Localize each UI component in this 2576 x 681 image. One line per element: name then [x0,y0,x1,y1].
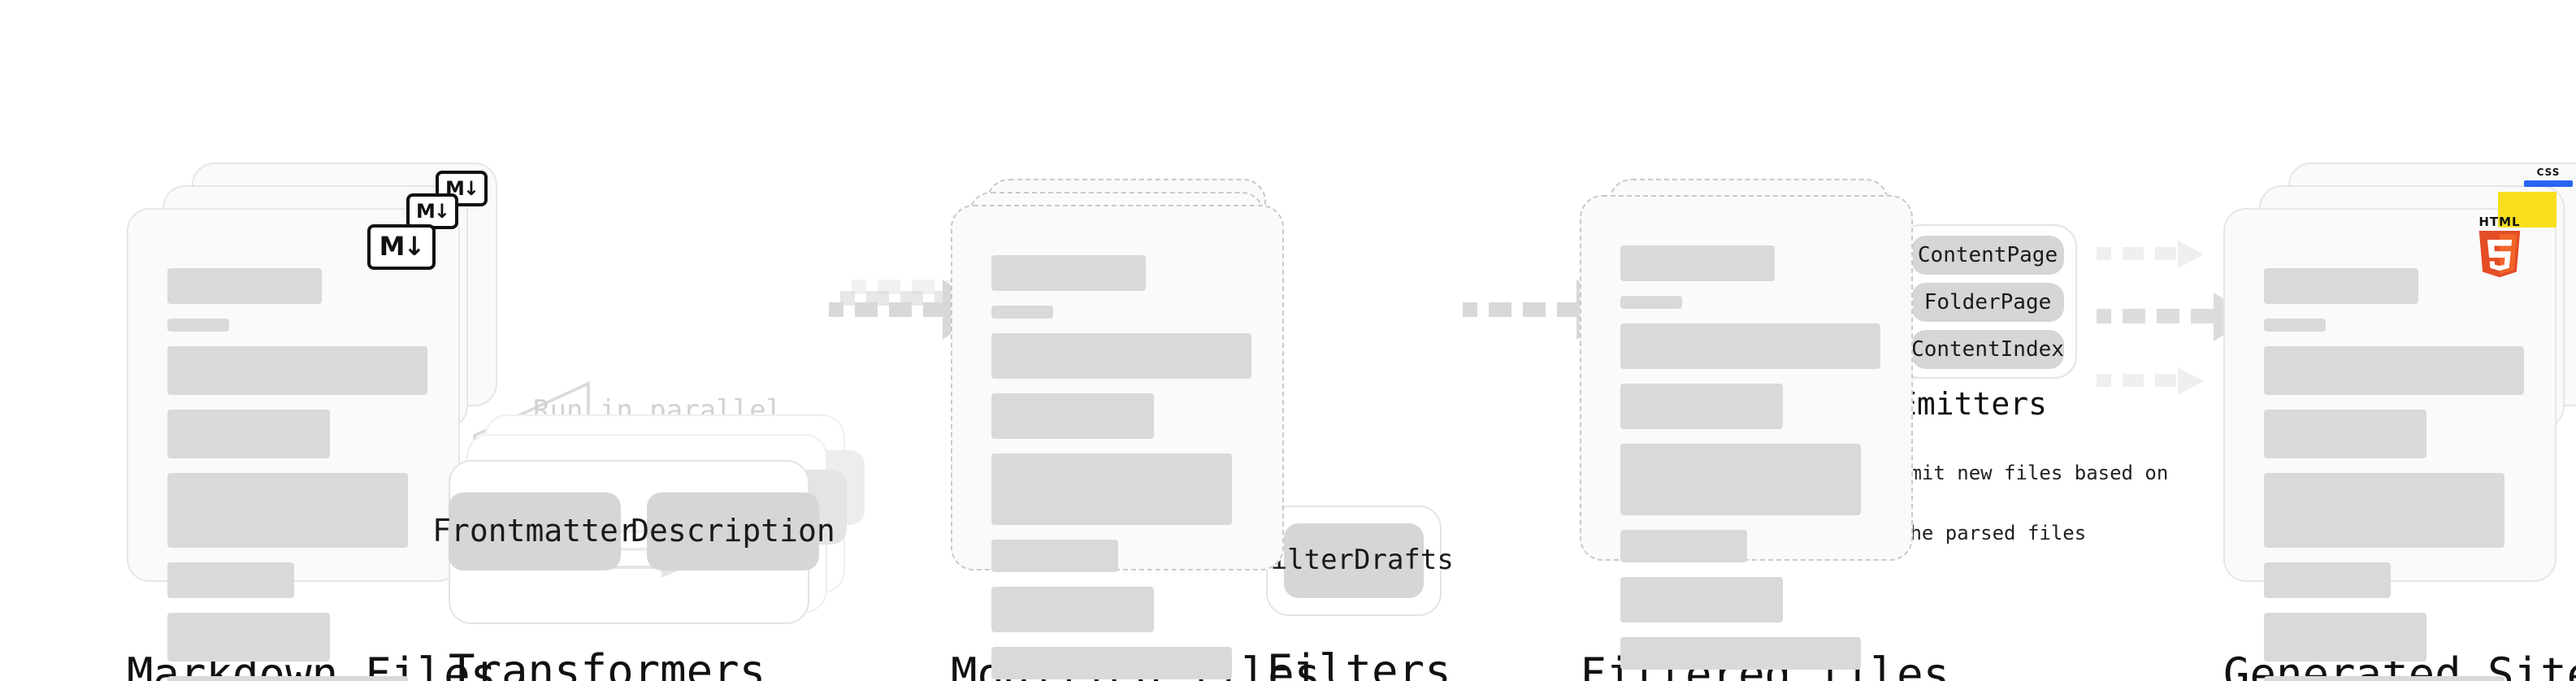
modified-files-stack [951,179,1325,679]
skeleton-bar [167,613,330,661]
skeleton-bar [2264,676,2504,681]
transformer-node-description[interactable]: Description [631,492,835,570]
emitter-node-label: FolderPage [1923,290,2052,314]
skeleton-bar [991,587,1154,632]
subtitle-line: Emit new files based on [1898,461,2169,484]
skeleton-bar [2264,319,2326,332]
skeleton-bar [991,255,1146,291]
filtered-file-skeleton [1620,245,1880,670]
site-file-skeleton [2264,268,2524,681]
markdown-file-skeleton [167,268,427,681]
transformer-node-label: Frontmatter [432,514,637,549]
emitters-subtitle: Emit new files based on the parsed files [1898,427,2168,579]
skeleton-bar [167,410,330,458]
markdown-files-stack: M↓ M↓ M↓ [127,163,501,681]
filtered-file-sheet-front [1580,195,1913,670]
skeleton-bar [167,319,229,332]
skeleton-bar [1620,444,1861,515]
css3-icon: CSS [2519,167,2576,187]
javascript-icon [2498,192,2556,228]
generated-site-stack: CSS HTML [2223,163,2576,681]
html5-icon: HTML [2470,215,2529,283]
skeleton-bar [1620,296,1682,309]
emitter-node-label: ContentIndex [1911,337,2064,362]
skeleton-bar [1620,577,1783,622]
skeleton-bar [1620,384,1783,429]
html5-wordmark: HTML [2478,215,2521,229]
skeleton-bar [1620,245,1775,281]
skeleton-bar [991,393,1154,439]
skeleton-bar [991,540,1118,572]
skeleton-bar [2264,346,2524,395]
stage-title-emitters: Emitters [1898,387,2048,423]
skeleton-bar [2264,410,2426,458]
filtered-files-stack [1580,179,1954,670]
skeleton-bar [167,562,294,598]
skeleton-bar [2264,562,2391,598]
skeleton-bar [1620,637,1861,670]
transformer-node-label: Description [631,514,835,549]
skeleton-bar [1620,323,1880,369]
skeleton-bar [2264,268,2418,304]
skeleton-bar [167,268,322,304]
emitter-node-label: ContentPage [1917,243,2058,267]
skeleton-bar [991,647,1232,679]
modified-file-skeleton [991,255,1251,679]
skeleton-bar [167,676,408,681]
skeleton-bar [1620,530,1747,562]
skeleton-bar [2264,613,2426,661]
css-label: CSS [2536,167,2561,179]
skeleton-bar [991,306,1053,319]
markdown-icon: M↓ [367,224,436,270]
skeleton-bar [991,453,1232,525]
subtitle-line: the parsed files [1898,521,2087,544]
filter-node-label: FilterDrafts [1254,544,1454,577]
stage-title-filters: Filters [1266,647,1451,681]
skeleton-bar [2264,473,2504,548]
transformer-node-frontmatter[interactable]: Frontmatter [432,492,637,570]
emitter-node-contentindex[interactable]: ContentIndex [1911,330,2064,369]
skeleton-bar [167,346,427,395]
skeleton-bar [167,473,408,548]
filter-node-filterdrafts[interactable]: FilterDrafts [1254,523,1454,598]
markdown-file-sheet-front [127,208,460,681]
emitter-node-contentpage[interactable]: ContentPage [1911,236,2064,275]
stage-title-transformers: Transformers [449,647,766,681]
skeleton-bar [991,333,1251,379]
emitter-node-folderpage[interactable]: FolderPage [1911,283,2064,322]
modified-file-sheet-front [951,205,1284,679]
